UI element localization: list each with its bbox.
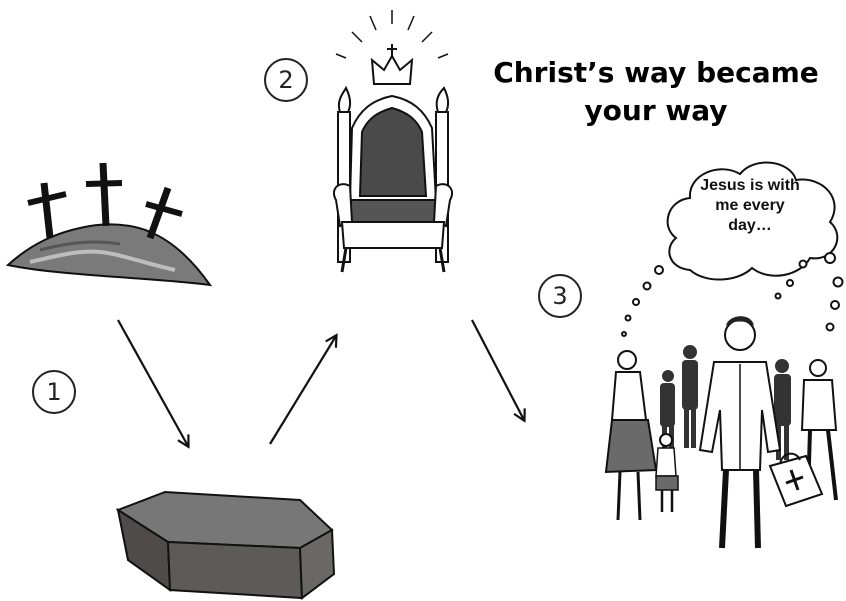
step-number-3: 3 <box>538 274 582 318</box>
arrow-icon <box>270 336 336 444</box>
step-number-2: 2 <box>264 58 308 102</box>
bubble-line-2: me every <box>680 196 820 216</box>
crosses-on-hill-icon <box>8 163 210 285</box>
thought-bubble-text: Jesus is with me every day… <box>680 176 820 236</box>
throne-icon <box>334 10 452 272</box>
title-line-2: your way <box>470 92 842 130</box>
coffin-icon <box>118 492 334 598</box>
title-line-1: Christ’s way became <box>470 54 842 92</box>
page-title: Christ’s way became your way <box>470 54 842 130</box>
arrow-icon <box>472 320 524 420</box>
crowd-with-doctor-icon <box>606 316 836 548</box>
arrow-icon <box>118 320 188 446</box>
arrows <box>118 320 524 446</box>
bubble-line-1: Jesus is with <box>680 176 820 196</box>
step-number-1: 1 <box>32 370 76 414</box>
bubble-line-3: day… <box>680 216 820 236</box>
